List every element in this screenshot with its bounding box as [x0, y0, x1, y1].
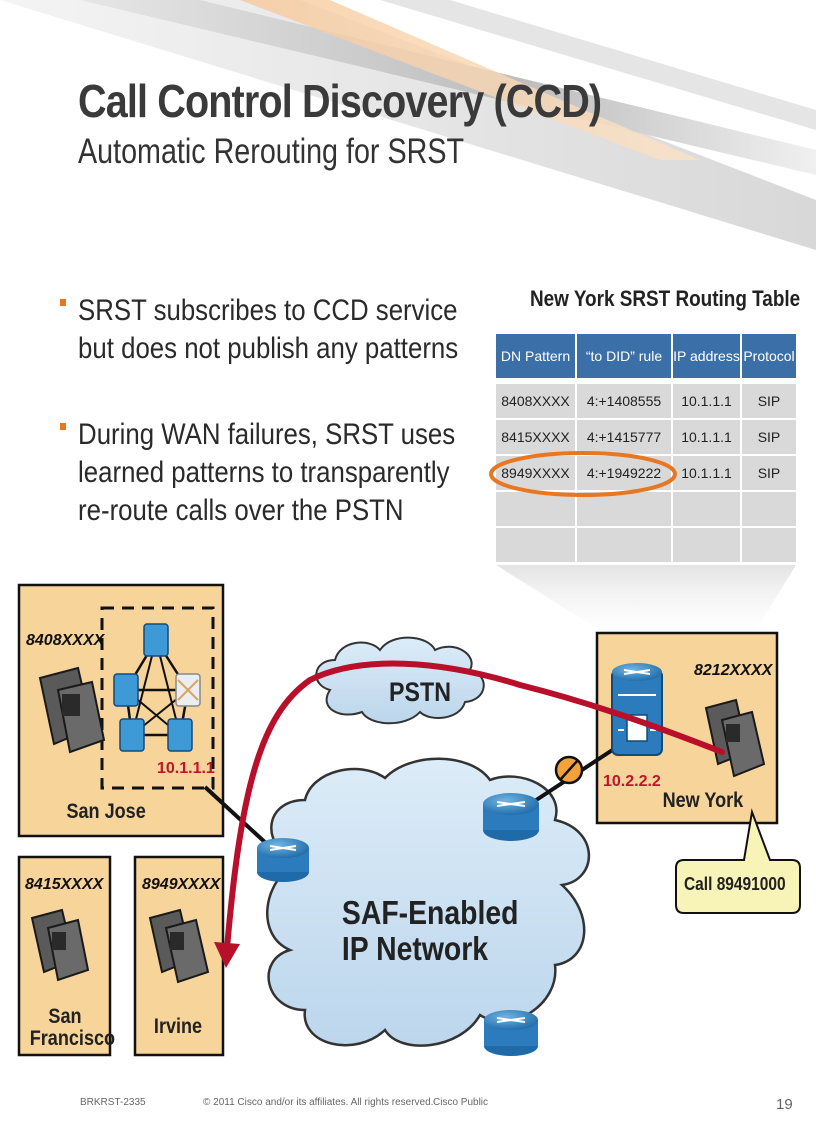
table-cell [496, 492, 575, 526]
bullet-marker [60, 422, 67, 430]
row-highlight-ellipse [489, 451, 677, 497]
bullet-2-line1: During WAN failures, SRST uses [78, 418, 456, 451]
table-cell: SIP [742, 456, 796, 490]
site-box-san-francisco [17, 855, 112, 1057]
site-label-san-jose: San Jose [66, 800, 146, 823]
page-subtitle: Automatic Rerouting for SRST [78, 132, 465, 171]
table-cell [742, 492, 796, 526]
table-cell [742, 528, 796, 562]
ip-label-san-jose: 10.1.1.1 [157, 760, 215, 777]
saf-cloud-label: SAF-Enabled IP Network [341, 894, 519, 967]
phone-icon [30, 908, 90, 982]
table-cell: 4:+1415777 [577, 420, 671, 454]
router-icon [257, 838, 309, 882]
table-cell: 4:+1408555 [577, 384, 671, 418]
call-reroute-path [223, 660, 725, 963]
saf-cloud-label-line2: IP Network [341, 930, 489, 967]
link-failure-icon [554, 755, 584, 785]
call-reroute-arrowhead [214, 942, 240, 968]
routing-table: DN Pattern “to DID” rule IP address Prot… [496, 334, 796, 564]
footer-classification: Cisco Public [433, 1097, 489, 1108]
cluster-server-icon [113, 623, 201, 752]
table-cell: SIP [742, 384, 796, 418]
phone-icon [148, 908, 210, 984]
table-header-dn-pattern: DN Pattern [496, 334, 575, 378]
bullet-2-line2: learned patterns to transparently [78, 456, 450, 489]
cluster-boundary [100, 606, 215, 790]
site-label-san-francisco-line2: Francisco [29, 1027, 116, 1050]
bullet-2-line3: re-route calls over the PSTN [78, 494, 404, 527]
footer-session-id: BRKRST-2335 [80, 1097, 146, 1108]
site-label-irvine: Irvine [153, 1015, 203, 1038]
page-title: Call Control Discovery (CCD) [78, 75, 602, 127]
dn-label-san-jose: 8408XXXX [26, 632, 105, 649]
table-header-to-did-rule: “to DID” rule [577, 334, 671, 378]
bullet-1: SRST subscribes to CCD service but does … [60, 292, 458, 368]
table-cell: 10.1.1.1 [673, 384, 740, 418]
phone-icon [38, 666, 106, 754]
bullet-1-line2: but does not publish any patterns [78, 332, 459, 365]
link-sanjose-router [203, 785, 270, 847]
saf-cloud-label-line1: SAF-Enabled [341, 894, 519, 931]
table-cell [673, 528, 740, 562]
site-label-san-francisco-line1: San [48, 1005, 82, 1028]
bullet-marker [60, 298, 67, 306]
table-cell: SIP [742, 420, 796, 454]
callout-text: Call 89491000 [684, 874, 786, 894]
phone-icon [704, 698, 766, 778]
router-icon [483, 793, 539, 841]
site-label-san-francisco: San Francisco [29, 1005, 116, 1050]
table-cell: 8408XXXX [496, 384, 575, 418]
dn-label-new-york: 8212XXXX [694, 662, 773, 679]
srst-router-icon [611, 663, 663, 756]
bullet-1-line1: SRST subscribes to CCD service [78, 294, 458, 327]
site-label-new-york: New York [662, 789, 744, 812]
pstn-cloud-label: PSTN [389, 677, 451, 707]
dn-label-san-francisco: 8415XXXX [25, 876, 104, 893]
routing-table-title: New York SRST Routing Table [530, 286, 801, 311]
header-swoosh [0, 0, 816, 250]
router-icon [484, 1010, 538, 1056]
table-cell: 8415XXXX [496, 420, 575, 454]
table-header-ip-address: IP address [673, 334, 740, 378]
table-cell: 10.1.1.1 [673, 456, 740, 490]
page-number: 19 [776, 1096, 793, 1113]
bullet-2: During WAN failures, SRST uses learned p… [60, 416, 455, 530]
table-cell: 10.1.1.1 [673, 420, 740, 454]
table-cell [496, 528, 575, 562]
ip-label-new-york: 10.2.2.2 [603, 773, 661, 790]
table-cell [673, 492, 740, 526]
dn-label-irvine: 8949XXXX [142, 876, 221, 893]
footer-copyright: © 2011 Cisco and/or its affiliates. All … [203, 1097, 434, 1108]
table-header-protocol: Protocol [742, 334, 796, 378]
table-cell [577, 528, 671, 562]
table-cell [577, 492, 671, 526]
callout-bubble [675, 808, 801, 914]
